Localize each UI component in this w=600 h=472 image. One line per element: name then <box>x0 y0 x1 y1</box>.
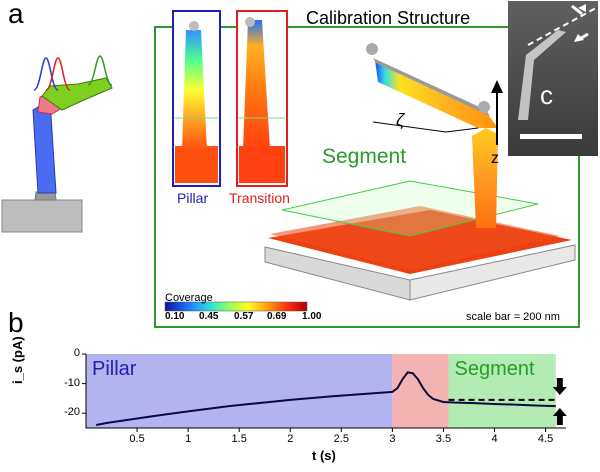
axis-frame <box>85 354 566 429</box>
y-axis-label: i_s (pA) <box>10 336 25 384</box>
x-axis-label: t (s) <box>312 448 336 463</box>
current-trace-chart <box>82 353 567 432</box>
region-transition <box>392 354 449 428</box>
x-tick-label: 2 <box>287 433 294 445</box>
x-tick-label: 3.5 <box>435 433 452 445</box>
up-arrow-icon <box>552 408 567 425</box>
segment-label: Segment <box>322 145 407 168</box>
x-tick-label: 1 <box>185 433 192 445</box>
pillar-box <box>172 10 221 187</box>
region-label-pillar: Pillar <box>92 358 137 380</box>
coverage-tick: 0.45 <box>199 311 219 322</box>
coverage-tick: 0.57 <box>234 311 254 322</box>
x-tick-label: 4 <box>491 433 498 445</box>
panel-label-b: b <box>8 307 24 338</box>
sem-inset <box>508 1 598 156</box>
schematic-diagram <box>1 55 113 233</box>
x-tick-label: 2.5 <box>333 433 349 445</box>
inset-label-c: c <box>540 80 553 110</box>
x-tick-label: 1.5 <box>231 433 247 445</box>
down-arrow-icon <box>552 378 567 395</box>
y-tick-label: -10 <box>64 376 80 389</box>
calibration-title: Calibration Structure <box>306 8 471 28</box>
zeta-symbol: ζ <box>396 110 405 130</box>
pillar-label: Pillar <box>177 190 209 206</box>
x-tick-label: 0.5 <box>129 433 145 445</box>
calibration-structure-3d <box>264 43 576 301</box>
region-pillar <box>86 354 393 428</box>
z-axis-label: z <box>491 150 499 167</box>
y-tick-label: 0 <box>73 347 80 359</box>
transition-label: Transition <box>229 190 290 206</box>
region-label-segment: Segment <box>454 358 535 380</box>
current-series-line <box>96 371 556 427</box>
coverage-tick: 0.10 <box>165 311 185 322</box>
scale-bar-text: scale bar = 200 nm <box>466 311 560 323</box>
coverage-tick: 1.00 <box>302 311 322 322</box>
coverage-colorbar <box>164 301 308 312</box>
x-tick-label: 3 <box>389 433 396 445</box>
coverage-tick: 0.69 <box>267 311 287 322</box>
calibration-frame <box>154 26 580 328</box>
x-tick-label: 4.5 <box>537 433 554 445</box>
coverage-title: Coverage <box>165 292 213 304</box>
region-segment <box>448 354 556 428</box>
panel-label-a: a <box>8 0 24 29</box>
y-tick-label: -20 <box>64 406 80 419</box>
transition-box <box>236 10 288 187</box>
